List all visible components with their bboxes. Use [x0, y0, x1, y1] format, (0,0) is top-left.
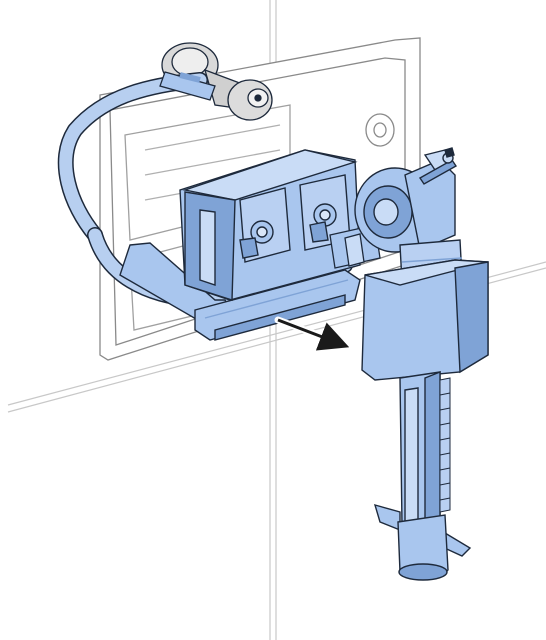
connector-nut-face	[344, 233, 365, 267]
valve-lever-cap	[444, 147, 455, 158]
valve-neck-line	[401, 257, 463, 263]
bracket-tray-edge	[204, 279, 349, 319]
clamp-left-tab	[239, 237, 259, 259]
frame-hook-right	[365, 113, 395, 147]
base-fin-left	[373, 503, 401, 532]
height-adjuster	[439, 377, 451, 513]
valve-knob-screw	[254, 94, 262, 102]
frame-rib-4	[144, 149, 281, 176]
valve-stem-highlight	[404, 387, 419, 523]
frame-rib-3	[144, 124, 281, 151]
valve-head-center	[373, 198, 399, 226]
removal-direction-arrow-icon	[274, 316, 350, 351]
float-side	[454, 261, 489, 374]
valve-bottom-base	[398, 563, 448, 581]
fill-valve	[354, 147, 489, 581]
clamp-left-screw-head	[256, 226, 268, 238]
valve-nut-face	[171, 47, 209, 77]
supply-hose	[57, 71, 216, 243]
valve-stem-side	[424, 370, 441, 523]
frame-hook-right-inner	[373, 122, 387, 138]
frame-inner	[109, 57, 406, 346]
clamp-right-tab	[309, 221, 329, 243]
hose-upper	[59, 73, 207, 242]
valve-lever	[418, 159, 458, 185]
clamp-right-screw-head	[319, 209, 331, 221]
block-slot	[199, 209, 216, 286]
valve-block	[179, 149, 361, 301]
